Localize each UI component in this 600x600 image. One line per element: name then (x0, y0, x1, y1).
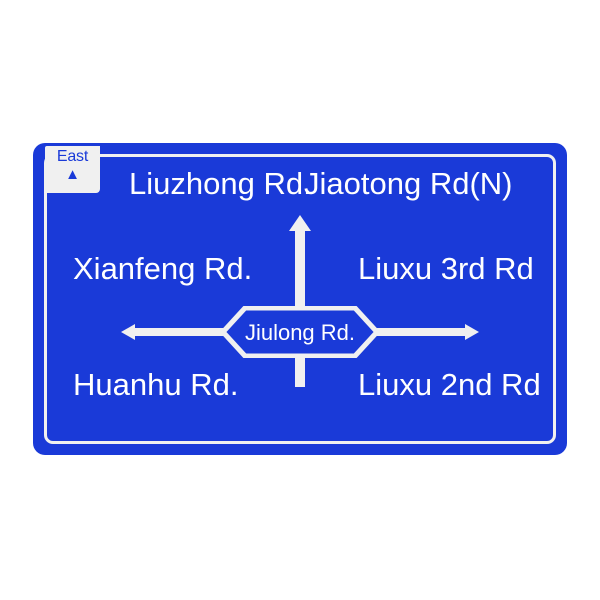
street-label-top-left: Liuzhong Rd. (129, 166, 312, 201)
direction-tab-label: East (56, 148, 89, 165)
direction-tab: East ▲ (45, 146, 100, 193)
street-label-middle-right: Liuxu 3rd Rd (358, 251, 534, 286)
street-label-bottom-right: Liuxu 2nd Rd (358, 367, 541, 402)
street-label-middle-left: Xianfeng Rd. (73, 251, 253, 286)
street-label-top-right: Jiaotong Rd(N) (304, 166, 513, 201)
street-label-bottom-left: Huanhu Rd. (73, 367, 239, 402)
road-sign-panel: East ▲ Jiulong Rd. Liuzhong Rd. Jiaotong… (33, 143, 567, 455)
center-plate-label: Jiulong Rd. (245, 320, 355, 345)
arrow-up-icon (289, 215, 311, 387)
chevron-up-icon: ▲ (65, 166, 80, 183)
double-headed-horizontal-arrow-icon: Jiulong Rd. (121, 306, 479, 358)
